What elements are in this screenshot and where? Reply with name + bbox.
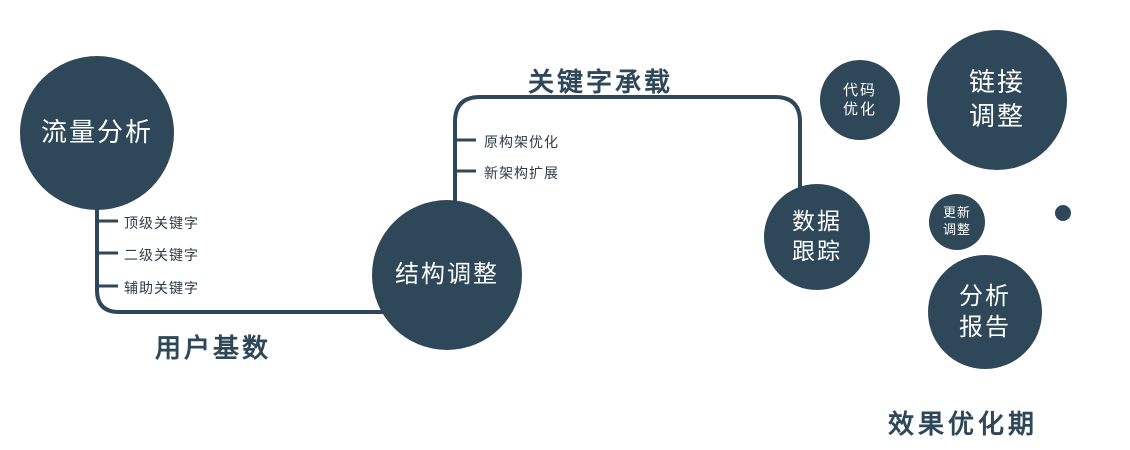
node-label-line2: 报告 bbox=[959, 314, 1011, 341]
node-label-line1: 代码 bbox=[842, 81, 877, 99]
edge-traffic-to-structure bbox=[95, 200, 450, 314]
node-label-line1: 更新 bbox=[942, 205, 971, 221]
branch-label-aux-keywords: 辅助关键字 bbox=[124, 280, 199, 296]
node-label-line2: 调整 bbox=[942, 222, 971, 237]
node-label: 流量分析 bbox=[40, 117, 153, 148]
node-label-line2: 优化 bbox=[842, 101, 877, 118]
node-label-line1: 分析 bbox=[959, 282, 1011, 310]
node-data-tracking: 数据 跟踪 bbox=[764, 184, 870, 290]
node-label: 结构调整 bbox=[395, 261, 499, 289]
edge-label-keyword-carry: 关键字承载 bbox=[528, 67, 674, 97]
node-code-optimize: 代码 优化 bbox=[820, 60, 900, 140]
node-traffic-analysis: 流量分析 bbox=[20, 56, 174, 210]
branch-label-top-keywords: 顶级关键字 bbox=[124, 215, 199, 231]
node-structure-adjust: 结构调整 bbox=[372, 200, 522, 350]
node-label-line1: 链接 bbox=[968, 67, 1025, 98]
node-update-adjust: 更新 调整 bbox=[929, 194, 985, 250]
edge-label-user-base: 用户基数 bbox=[155, 333, 272, 363]
branch-label-secondary-keywords: 二级关键字 bbox=[124, 247, 199, 263]
node-label-line1: 数据 bbox=[792, 208, 842, 235]
edge-structure-to-tracking bbox=[453, 95, 802, 210]
branch-label-original-arch: 原构架优化 bbox=[484, 134, 559, 150]
dot-marker bbox=[1055, 205, 1071, 221]
node-label-line2: 跟踪 bbox=[792, 238, 842, 264]
node-label-line2: 调整 bbox=[968, 101, 1025, 131]
node-link-adjust: 链接 调整 bbox=[927, 30, 1067, 170]
footer-label: 效果优化期 bbox=[888, 409, 1039, 439]
node-analysis-report: 分析 报告 bbox=[928, 255, 1042, 369]
branch-label-new-arch: 新架构扩展 bbox=[484, 165, 559, 181]
